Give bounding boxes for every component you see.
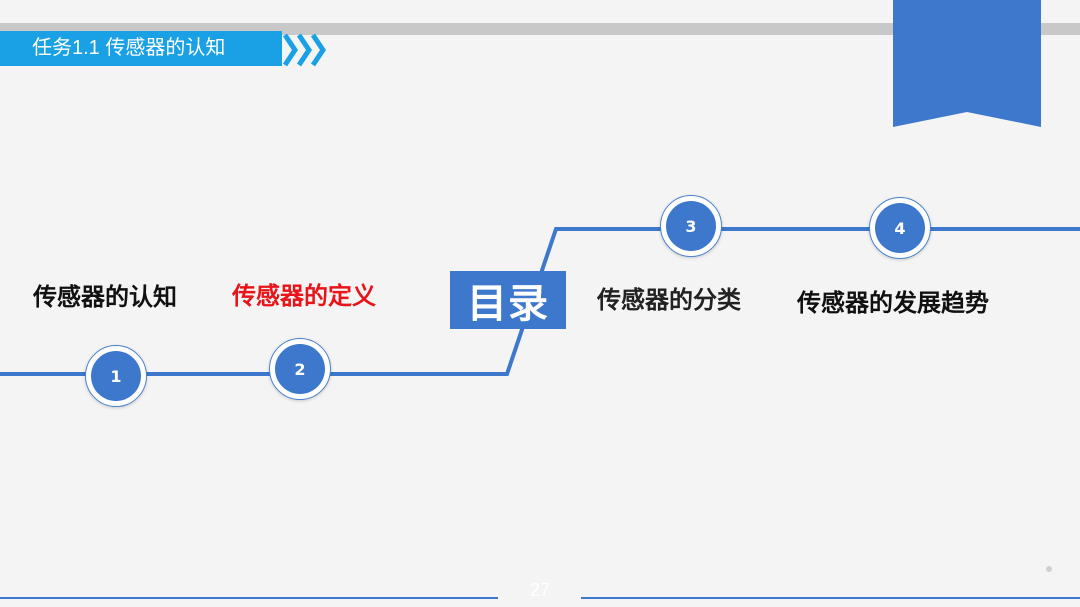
chevron-right-icon xyxy=(282,33,327,67)
toc-item-3-label[interactable]: 传感器的分类 xyxy=(597,286,741,314)
toc-item-1-label[interactable]: 传感器的认知 xyxy=(33,283,177,311)
toc-item-2-label[interactable]: 传感器的定义 xyxy=(232,282,376,310)
toc-heading: 目录 xyxy=(450,271,566,329)
page-title: 任务1.1 传感器的认知 xyxy=(0,31,282,66)
toc-node-number: 4 xyxy=(875,203,925,253)
footer-line-left xyxy=(0,597,498,599)
toc-node-4[interactable]: 4 xyxy=(869,197,931,259)
toc-node-1[interactable]: 1 xyxy=(85,345,147,407)
toc-node-2[interactable]: 2 xyxy=(269,338,331,400)
toc-node-3[interactable]: 3 xyxy=(660,195,722,257)
toc-node-number: 3 xyxy=(666,201,716,251)
footer-line-right xyxy=(581,597,1080,599)
toc-node-number: 1 xyxy=(91,351,141,401)
page-number: 27 xyxy=(529,580,551,600)
toc-node-number: 2 xyxy=(275,344,325,394)
bookmark-ribbon xyxy=(893,0,1041,127)
toc-item-4-label[interactable]: 传感器的发展趋势 xyxy=(797,289,989,317)
corner-mark xyxy=(1046,566,1052,572)
